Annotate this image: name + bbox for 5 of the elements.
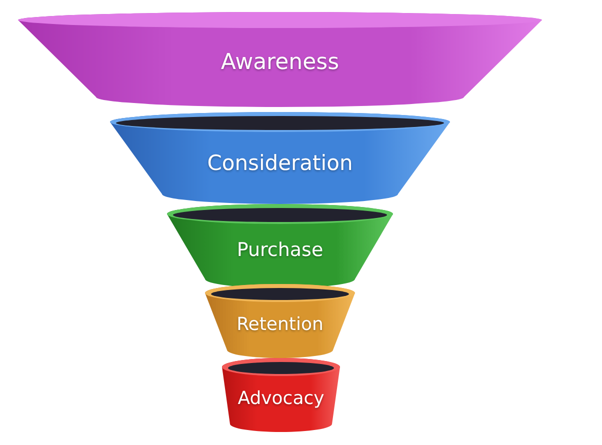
segment-label: Advocacy <box>238 388 324 408</box>
segment-label: Retention <box>236 314 324 334</box>
segment-label: Awareness <box>220 50 340 75</box>
segment-label: Purchase <box>236 239 324 261</box>
segment-label: Consideration <box>207 151 353 175</box>
